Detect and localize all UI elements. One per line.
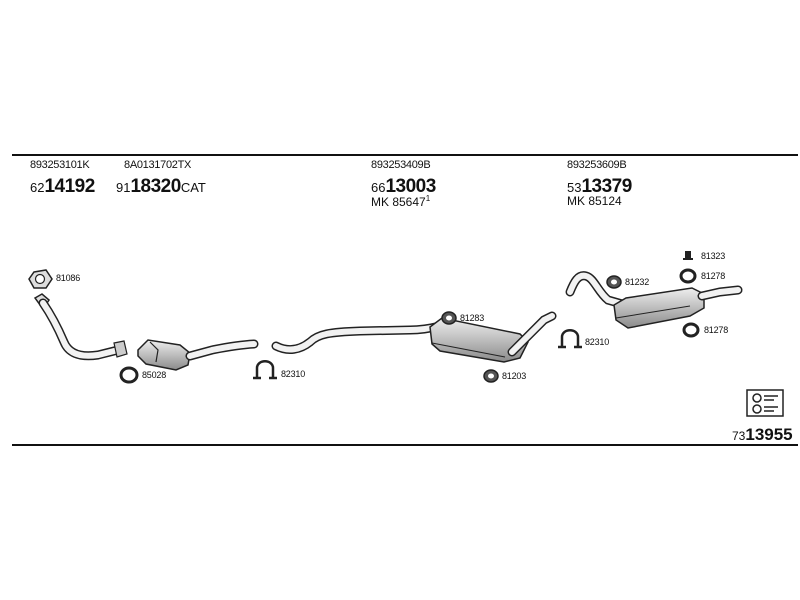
label-clamp-left: 82310 [281, 369, 306, 379]
label-ring-top: 81278 [701, 271, 726, 281]
part-number-catalyst: 9118320CAT [116, 176, 206, 197]
part-number-front-pipe: 6214192 [30, 176, 95, 197]
intermediate-pipe-icon [271, 321, 445, 354]
kit-number: 7313955 [732, 425, 793, 444]
label-hanger-81203: 81203 [502, 371, 527, 381]
rear-silencer-icon [565, 271, 743, 329]
oe-number-rear-silencer: 893253609B [567, 159, 627, 171]
label-hanger-81232: 81232 [625, 277, 650, 287]
hanger-81203-icon [483, 369, 499, 383]
front-pipe-icon [33, 293, 128, 361]
label-hanger-81283: 81283 [460, 313, 485, 323]
ring-81278-top-icon [679, 268, 697, 284]
middle-silencer-icon [429, 311, 557, 363]
bolt-81323-icon [683, 251, 693, 260]
front-ring-icon [119, 366, 139, 384]
label-bolt-81323: 81323 [701, 251, 726, 261]
label-front-gasket: 81086 [56, 273, 81, 283]
oe-number-front-pipe: 893253101K [30, 159, 90, 171]
hanger-81232-icon [606, 275, 622, 289]
bottom-rule [12, 444, 798, 446]
part-number-rear-silencer: 5313379 [567, 176, 632, 197]
part-number-middle-silencer: 6613003 [371, 176, 436, 197]
label-ring-bottom: 81278 [704, 325, 729, 335]
oe-number-catalyst: 8A0131702TX [124, 159, 192, 171]
mounting-kit-middle: MK 856471 [371, 194, 431, 209]
front-gasket-icon [28, 269, 53, 289]
mounting-kit-rear: MK 85124 [567, 194, 622, 208]
label-clamp-right: 82310 [585, 337, 610, 347]
hanger-81283-icon [441, 311, 457, 325]
ring-81278-bottom-icon [682, 322, 700, 338]
oe-number-middle-silencer: 893253409B [371, 159, 431, 171]
catalytic-converter-icon [137, 339, 259, 371]
clamp-right-icon [558, 329, 582, 349]
mounting-kit-icon [746, 389, 784, 417]
label-front-ring: 85028 [142, 370, 167, 380]
top-rule [12, 154, 798, 156]
clamp-left-icon [253, 360, 277, 380]
